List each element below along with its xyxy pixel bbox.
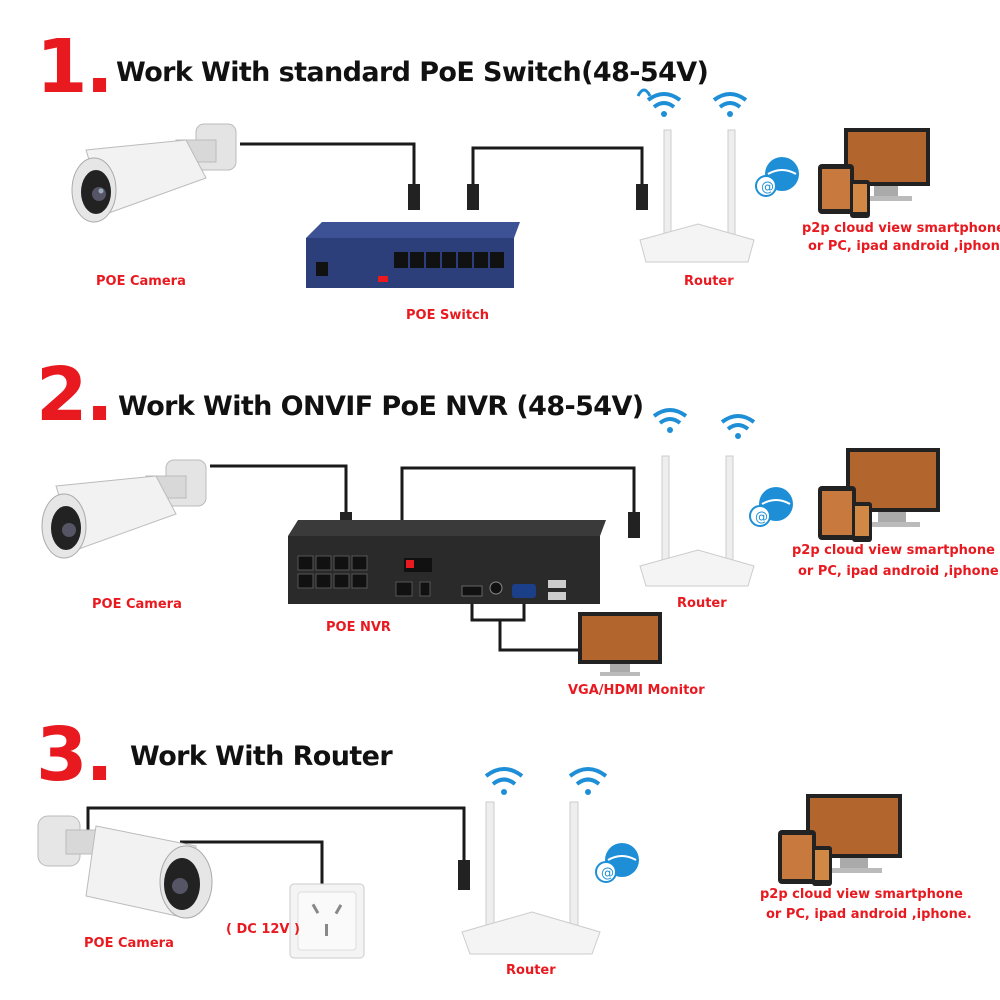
camera-icon [71, 123, 237, 223]
cloud-globe-icon: @ [755, 157, 799, 197]
p2p-line1: p2p cloud view smartphone [802, 221, 1000, 236]
wifi-icon [484, 767, 524, 795]
svg-text:@: @ [601, 866, 614, 881]
switch-label: POE Switch [406, 308, 489, 323]
section-1-title: Work With standard PoE Switch(48-54V) [116, 57, 709, 88]
camera-label: POE Camera [96, 274, 186, 289]
p2p-line1: p2p cloud view smartphone [792, 543, 995, 558]
section-2-title: Work With ONVIF PoE NVR (48-54V) [118, 391, 644, 422]
p2p-line2: or PC, ipad android ,iphone. [798, 564, 1000, 579]
cloud-globe-icon: @ [595, 843, 639, 883]
router-label: Router [684, 274, 734, 289]
section-1-number: 1. [36, 24, 114, 110]
devices-icon [778, 794, 902, 886]
switch-icon [306, 222, 520, 288]
cloud-globe-icon: @ [749, 487, 793, 527]
router-label: Router [506, 963, 556, 978]
nvr-icon [288, 520, 606, 604]
devices-icon [818, 128, 930, 218]
router-icon [461, 767, 608, 955]
wifi-icon [652, 408, 688, 433]
nvr-label: POE NVR [326, 620, 391, 635]
power-socket-icon [289, 883, 365, 959]
router-icon [636, 88, 755, 263]
camera-icon [41, 459, 207, 559]
power-label: ( DC 12V ) [226, 922, 300, 937]
svg-text:@: @ [755, 510, 768, 525]
section-3-number: 3. [36, 712, 114, 798]
router-icon [639, 408, 756, 587]
p2p-line1: p2p cloud view smartphone [760, 887, 963, 902]
section-3-title: Work With Router [130, 741, 393, 772]
camera-icon [37, 815, 213, 919]
devices-icon [818, 448, 940, 542]
wifi-icon [646, 92, 682, 117]
svg-text:@: @ [761, 180, 774, 195]
p2p-line2: or PC, ipad android ,iphone. [766, 907, 972, 922]
monitor-icon [578, 612, 662, 676]
camera-label: POE Camera [92, 597, 182, 612]
section-2-number: 2. [36, 352, 114, 438]
p2p-line2: or PC, ipad android ,iphone. [808, 239, 1000, 254]
camera-label: POE Camera [84, 936, 174, 951]
router-label: Router [677, 596, 727, 611]
monitor-label: VGA/HDMI Monitor [568, 683, 705, 698]
